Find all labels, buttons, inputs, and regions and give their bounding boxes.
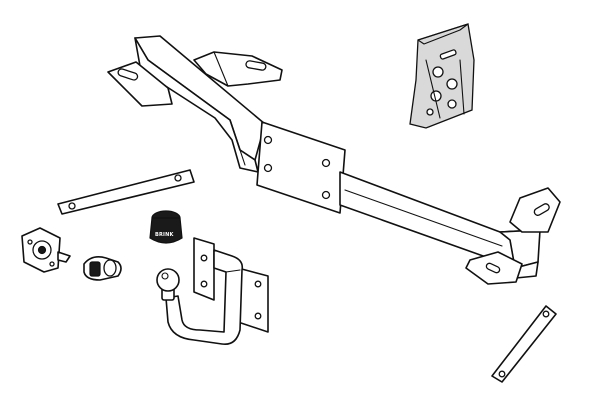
socket-plate-icon [21, 227, 71, 273]
right-end-bracket [465, 187, 561, 285]
flat-strap-upper [57, 169, 195, 215]
bolt-bag-icon [409, 23, 475, 129]
left-bracket-tab [107, 61, 173, 107]
socket-cover-brand: BRINK [155, 232, 175, 238]
tow-ball-neck [156, 237, 269, 346]
flat-strap-lower [491, 305, 557, 383]
wire-clip-icon [83, 256, 122, 281]
socket-cover-icon: BRINK [149, 210, 183, 244]
cross-beam [134, 35, 541, 279]
upper-bracket-tab [193, 51, 283, 87]
